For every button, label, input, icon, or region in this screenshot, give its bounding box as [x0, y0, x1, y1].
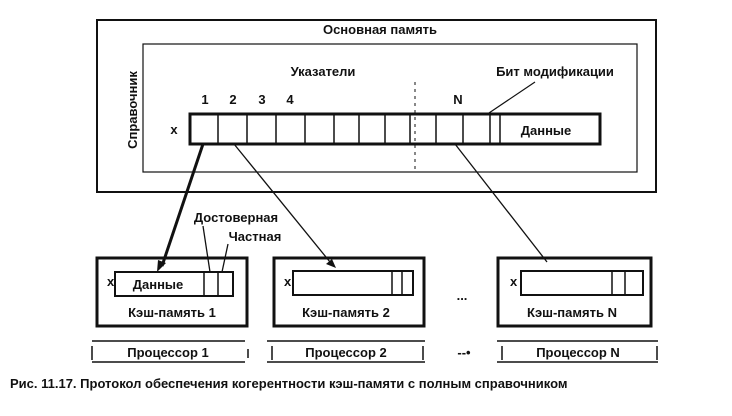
cache-n-row-label: x	[510, 274, 518, 289]
main-memory-box	[96, 19, 657, 193]
mod-bit-pointer	[485, 81, 536, 116]
cache-1-data-label: Данные	[133, 277, 184, 292]
cache-1-line	[114, 271, 234, 297]
figure-caption: Рис. 11.17. Протокол обеспечения когерен…	[10, 376, 567, 391]
main-memory: Основная память Справочник Указатели Бит…	[96, 19, 657, 193]
processor-ellipsis: --•	[457, 345, 471, 360]
directory-row	[188, 112, 602, 146]
index-label-4: 4	[286, 92, 294, 107]
cache-1-row-label: x	[107, 274, 115, 289]
processor-n-label: Процессор N	[536, 345, 620, 360]
arrow-to-cache-1	[160, 143, 205, 267]
pointers-label: Указатели	[291, 64, 356, 79]
arrow-to-cache-2	[233, 143, 331, 263]
processor-2-label: Процессор 2	[305, 345, 386, 360]
cache-n: x Кэш-память N	[496, 256, 653, 328]
directory-row-cells	[217, 114, 501, 144]
directory-label: Справочник	[125, 71, 140, 149]
private-bit-label: Частная	[229, 229, 282, 244]
cache-2-caption: Кэш-память 2	[302, 305, 390, 320]
processor-1-label: Процессор 1	[127, 345, 208, 360]
cache-2: x Кэш-память 2	[272, 256, 426, 328]
cache-n-box	[496, 256, 653, 328]
processor-2: Процессор 2	[267, 340, 425, 363]
cache-1: x Данные Кэш-память 1	[95, 256, 249, 328]
directory-row-label: x	[170, 122, 178, 137]
valid-bit-pointer	[202, 225, 211, 273]
directory-box	[142, 43, 638, 173]
line-to-cache-n	[454, 143, 548, 263]
cache-n-line	[520, 270, 644, 296]
directory-data-label: Данные	[521, 123, 572, 138]
cache-2-row-label: x	[284, 274, 292, 289]
cache-annotations: Достоверная Частная	[194, 210, 282, 273]
main-memory-title: Основная память	[323, 22, 437, 37]
index-label-2: 2	[229, 92, 236, 107]
mod-bit-label: Бит модификации	[496, 64, 614, 79]
cache-2-box	[272, 256, 426, 328]
processor-1: Процессор 1	[91, 340, 249, 363]
processor-n: Процессор N	[497, 340, 658, 363]
cache-ellipsis: ...	[457, 288, 468, 303]
cache-1-caption: Кэш-память 1	[128, 305, 216, 320]
processors: Процессор 1 Процессор 2 --• Процессор N	[91, 340, 658, 363]
index-label-n: N	[453, 92, 462, 107]
cache-1-box	[95, 256, 249, 328]
cache-n-caption: Кэш-память N	[527, 305, 617, 320]
index-label-3: 3	[258, 92, 265, 107]
valid-bit-label: Достоверная	[194, 210, 278, 225]
pointer-arrows	[157, 143, 548, 272]
cache-2-line	[292, 270, 414, 296]
index-label-1: 1	[201, 92, 208, 107]
